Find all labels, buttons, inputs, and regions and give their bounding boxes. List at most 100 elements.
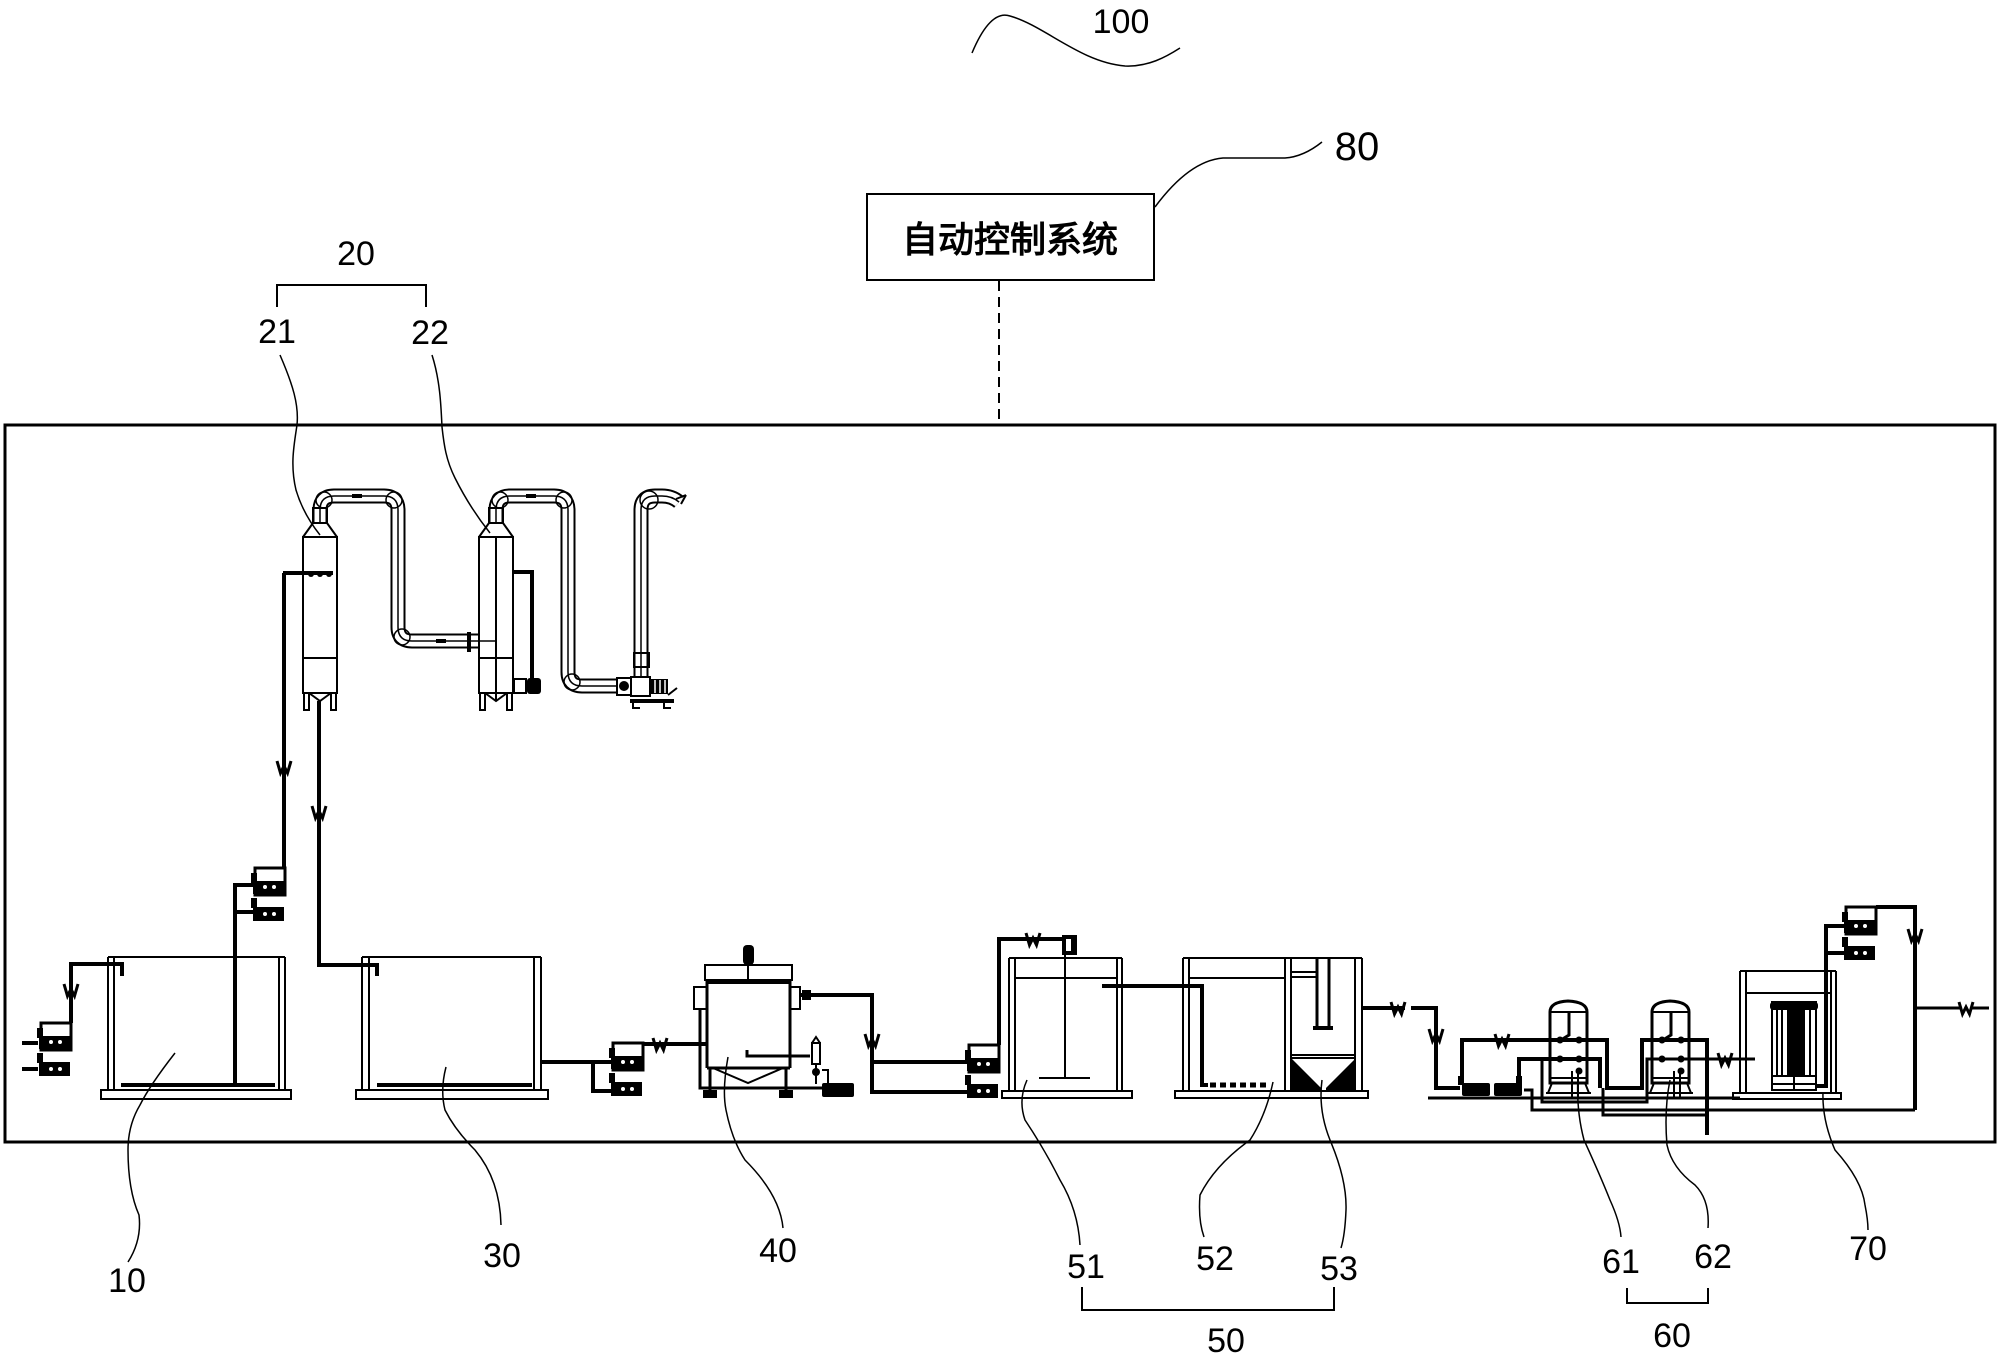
tank-walls	[107, 956, 286, 1091]
leader-62	[1665, 1079, 1709, 1229]
w-flow-arrow-icon	[1024, 931, 1042, 947]
membrane-module-icon	[1770, 1001, 1818, 1091]
gas-flow-arrow-icon	[352, 494, 362, 498]
pump-set-icon	[607, 1041, 645, 1098]
pump-set-icon	[35, 1021, 73, 1078]
tank-52-53	[1174, 957, 1460, 1099]
leader-52	[1198, 1081, 1274, 1238]
agitator-motor-icon	[743, 945, 754, 965]
filter-stand	[1546, 1082, 1591, 1094]
tower-legs	[479, 692, 513, 711]
valve-icon	[1677, 1055, 1685, 1063]
spray-nozzle	[308, 571, 314, 577]
filter-stand	[1648, 1082, 1693, 1094]
leader-21	[279, 354, 321, 536]
ref-22: 22	[411, 314, 449, 352]
center-well	[1315, 958, 1331, 1028]
overflow-pipe	[698, 1009, 822, 1090]
duct-flange	[467, 632, 471, 652]
agitator-icon	[1039, 955, 1090, 1079]
pump-set-icon	[249, 866, 287, 923]
ref-53: 53	[1320, 1250, 1358, 1288]
tank-walls	[1182, 957, 1363, 1092]
circulation-pump-icon	[527, 678, 541, 694]
elbow-icon	[563, 673, 581, 691]
filter-pipework	[1540, 1057, 1755, 1104]
spray-nozzle	[326, 571, 332, 577]
filter-pipework	[1460, 1038, 1709, 1135]
leader-53	[1320, 1079, 1347, 1249]
feed-pump-stem	[1458, 1076, 1464, 1085]
fan-impeller	[619, 681, 629, 691]
duct-outline	[488, 488, 618, 694]
feed-pipe-51	[997, 937, 1062, 1045]
tank-legs	[708, 1068, 788, 1094]
feed-pump-icon	[1494, 1083, 1522, 1096]
bracket-60	[1626, 1288, 1709, 1304]
gas-duct-2	[488, 488, 618, 694]
exhaust-stack	[633, 488, 687, 676]
agitator-motor-window	[1066, 939, 1071, 951]
center-well-plate	[1313, 1026, 1333, 1030]
tank-10	[100, 866, 292, 1100]
tower-body	[302, 536, 338, 694]
tower-liquid-piping	[275, 573, 379, 976]
transfer-pipe-51-52	[1102, 984, 1208, 1087]
figure-reference-wave	[971, 14, 1181, 67]
tank-top-plate	[707, 979, 790, 984]
membrane-cap	[1770, 1002, 1818, 1010]
duct-outline	[633, 488, 684, 676]
ref-10: 10	[108, 1262, 146, 1300]
tank-cone	[712, 1067, 784, 1085]
dosing-device	[811, 1042, 821, 1065]
pump-set-icon	[963, 1043, 1001, 1100]
bracket-20	[276, 284, 427, 307]
ref-61: 61	[1602, 1243, 1640, 1281]
leader-51	[1021, 1079, 1081, 1246]
ref-51: 51	[1067, 1248, 1105, 1286]
feed-pump-stem	[1516, 1076, 1522, 1085]
bracket-50	[1081, 1287, 1335, 1311]
tank-30	[355, 956, 707, 1100]
filter-inner-pipe	[1662, 1012, 1673, 1042]
spray-header	[513, 570, 534, 680]
sludge-hopper-right	[1326, 1059, 1355, 1092]
w-flow-arrow-icon	[1493, 1032, 1511, 1048]
inlet-discharge-pipe	[69, 962, 124, 1023]
exhaust-arrow-icon	[675, 494, 687, 505]
duct-inner	[490, 490, 618, 692]
tank-walls	[361, 956, 542, 1091]
control-system-label: 自动控制系统	[902, 220, 1118, 261]
dosing-line	[815, 1064, 829, 1084]
ref-21: 21	[258, 313, 296, 351]
fan-feet	[632, 703, 671, 709]
tank-51	[1001, 935, 1208, 1099]
valve-icon	[1677, 1036, 1685, 1044]
scrubber-tower-22	[478, 507, 541, 711]
valve-icon	[1658, 1036, 1666, 1044]
duct-centerline	[319, 495, 496, 642]
scrubber-tower-21	[283, 507, 338, 711]
w-flow-arrow-icon	[1957, 1000, 1975, 1016]
tower-cone	[478, 522, 514, 538]
tank-base	[1732, 1092, 1842, 1100]
w-flow-arrow-icon	[651, 1036, 669, 1052]
fan-base	[630, 699, 674, 703]
spray-nozzle	[317, 571, 323, 577]
valve-icon	[1556, 1036, 1564, 1044]
valve-icon	[1556, 1055, 1564, 1063]
tank-foot	[703, 1090, 717, 1098]
ref-60: 60	[1653, 1317, 1691, 1355]
stack-reducer	[633, 652, 650, 668]
w-flow-arrow-icon	[1389, 1000, 1407, 1016]
filter-pipework	[1601, 1088, 1707, 1117]
tank-base	[100, 1089, 292, 1100]
leader-40	[723, 1056, 784, 1229]
overflow-box-left	[693, 986, 708, 1010]
transfer-loop-40-51	[870, 931, 1062, 1100]
valve-icon	[1575, 1036, 1583, 1044]
figure-reference-label: 100	[1093, 3, 1150, 41]
membrane-core	[1787, 1010, 1805, 1076]
tank-outlet-pipe	[541, 1060, 611, 1093]
dosing-inner-pipe	[745, 1050, 810, 1058]
